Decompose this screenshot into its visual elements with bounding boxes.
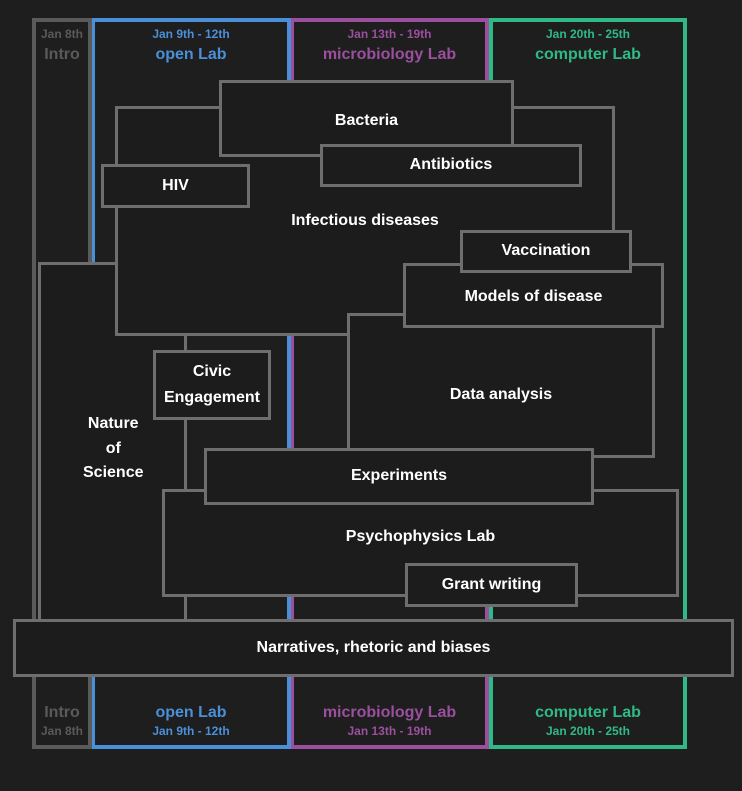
topic-narratives-rhetoric-biases: Narratives, rhetoric and biases (13, 619, 734, 677)
topic-label: Grant writing (441, 575, 542, 593)
topic-label: Models of disease (464, 288, 603, 306)
column-date: Jan 9th - 12th (152, 27, 230, 41)
column-date: Jan 8th (40, 724, 83, 739)
topic-antibiotics: Antibiotics (320, 144, 582, 187)
topic-label: Data analysis (449, 386, 553, 404)
topic-label: Civic Engagement (163, 363, 260, 406)
topic-label: Bacteria (334, 112, 399, 129)
topic-label: Vaccination (501, 242, 591, 260)
topic-label: Psychophysics Lab (345, 527, 496, 545)
topic-grant-writing: Grant writing (405, 563, 578, 607)
topic-vaccination: Vaccination (460, 230, 632, 273)
column-date: Jan 13th - 19th (347, 724, 432, 739)
topic-experiments: Experiments (204, 448, 594, 505)
column-name: computer Lab (535, 45, 641, 63)
topic-label: Experiments (350, 467, 448, 485)
column-date: Jan 20th - 25th (545, 724, 631, 739)
topic-label: Antibiotics (409, 156, 493, 174)
column-name: computer Lab (535, 703, 641, 721)
column-name: Intro (44, 703, 80, 721)
column-name: open Lab (155, 45, 227, 63)
column-open-lab: Jan 9th - 12th open Lab open Lab Jan 9th… (91, 18, 291, 749)
column-date: Jan 13th - 19th (347, 27, 432, 41)
topic-hiv: HIV (101, 164, 250, 208)
topic-label: Nature of Science (83, 414, 144, 482)
topic-civic-engagement: Civic Engagement (153, 350, 271, 420)
topic-label: HIV (162, 176, 189, 194)
column-name: microbiology Lab (322, 703, 457, 721)
topic-label: Infectious diseases (291, 211, 439, 229)
column-name: Intro (44, 45, 80, 63)
topic-label: Narratives, rhetoric and biases (256, 638, 491, 656)
column-name: microbiology Lab (322, 45, 457, 63)
column-name: open Lab (155, 703, 227, 721)
column-date: Jan 9th - 12th (152, 724, 230, 739)
column-date: Jan 20th - 25th (545, 27, 631, 41)
column-date: Jan 8th (40, 27, 83, 41)
topic-data-analysis: Data analysis (347, 313, 655, 458)
